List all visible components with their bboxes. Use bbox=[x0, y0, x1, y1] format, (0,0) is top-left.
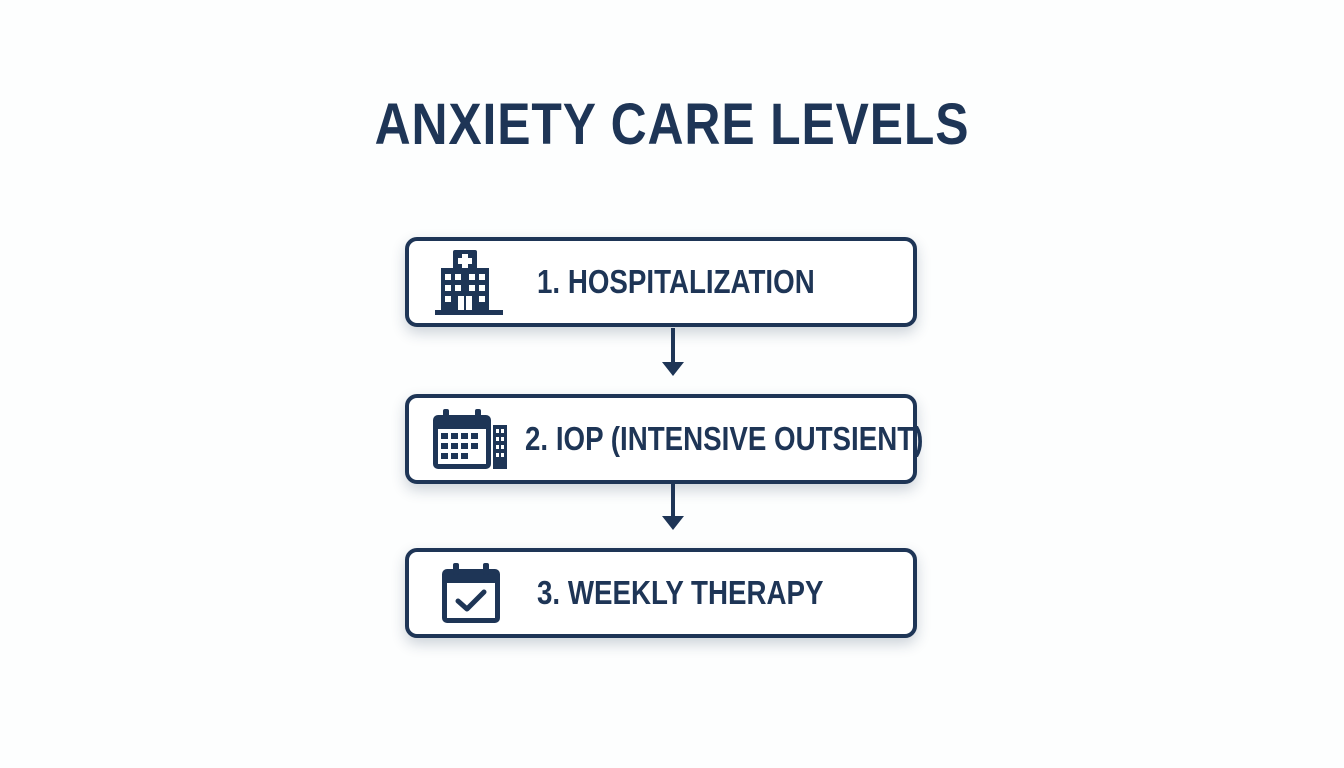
step-3-label: 3. WEEKLY THERAPY bbox=[537, 574, 824, 611]
step-iop: 2. IOP (INTENSIVE OUTSIENT) bbox=[405, 394, 923, 484]
step-2-label: 2. IOP (INTENSIVE OUTSIENT) bbox=[525, 420, 924, 457]
arrow-down-icon bbox=[662, 328, 684, 376]
diagram-title: ANXIETY CARE LEVELS bbox=[374, 92, 970, 157]
step-weekly-therapy: 3. WEEKLY THERAPY bbox=[405, 548, 917, 638]
arrow-down-icon bbox=[662, 484, 684, 530]
calendar-building-icon bbox=[433, 409, 507, 469]
calendar-check-icon bbox=[442, 563, 500, 623]
hospital-building-icon bbox=[435, 250, 503, 315]
step-1-label: 1. HOSPITALIZATION bbox=[537, 263, 815, 300]
step-hospitalization: 1. HOSPITALIZATION bbox=[405, 237, 917, 327]
